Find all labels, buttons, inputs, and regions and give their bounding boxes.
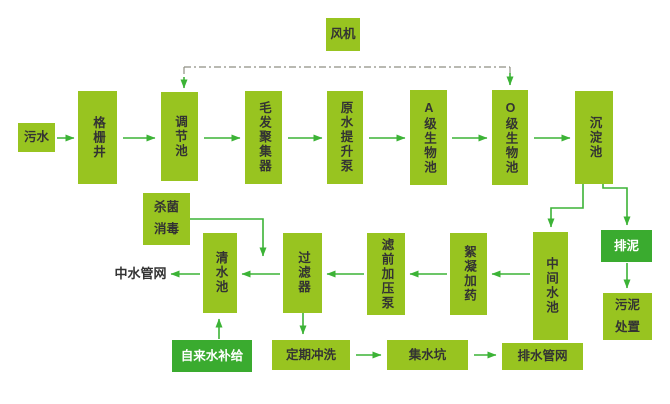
node-prefilter-pressure-pump: 滤前加压泵 (367, 233, 405, 315)
node-sump-pit: 集水坑 (387, 340, 468, 370)
node-flocculation-dosing: 絮凝加药 (450, 233, 487, 315)
node-grid-well: 格栅井 (78, 91, 117, 184)
node-fan: 风机 (326, 18, 360, 51)
node-tap-water-supply: 自来水补给 (172, 340, 252, 372)
node-clean-water-tank: 清水池 (203, 233, 237, 313)
node-hair-collector: 毛发聚集器 (245, 91, 282, 184)
node-sludge-disposal: 污泥 处置 (603, 293, 652, 340)
node-sludge-discharge: 排泥 (601, 230, 652, 262)
node-intermediate-tank: 中间水池 (533, 232, 568, 340)
node-a-stage-bio-tank: A级生物池 (410, 90, 447, 185)
arrow-chendianchi-paini (602, 184, 631, 226)
arrow-chendianchi-zhongjianshuichi (547, 184, 584, 228)
node-sedimentation-tank: 沉淀池 (575, 91, 613, 184)
node-filter: 过滤器 (283, 233, 322, 313)
node-disinfection: 杀菌 消毒 (143, 193, 190, 245)
node-regulating-tank: 调节池 (161, 92, 198, 181)
node-drainage-network: 排水管网 (502, 343, 583, 370)
node-raw-water-lift-pump: 原水提升泵 (327, 91, 363, 184)
node-o-stage-bio-tank: O级生物池 (492, 90, 528, 185)
node-periodic-flushing: 定期冲洗 (272, 340, 350, 370)
node-sewage: 污水 (18, 123, 55, 152)
label-reclaimed-water-network: 中水管网 (114, 266, 167, 282)
